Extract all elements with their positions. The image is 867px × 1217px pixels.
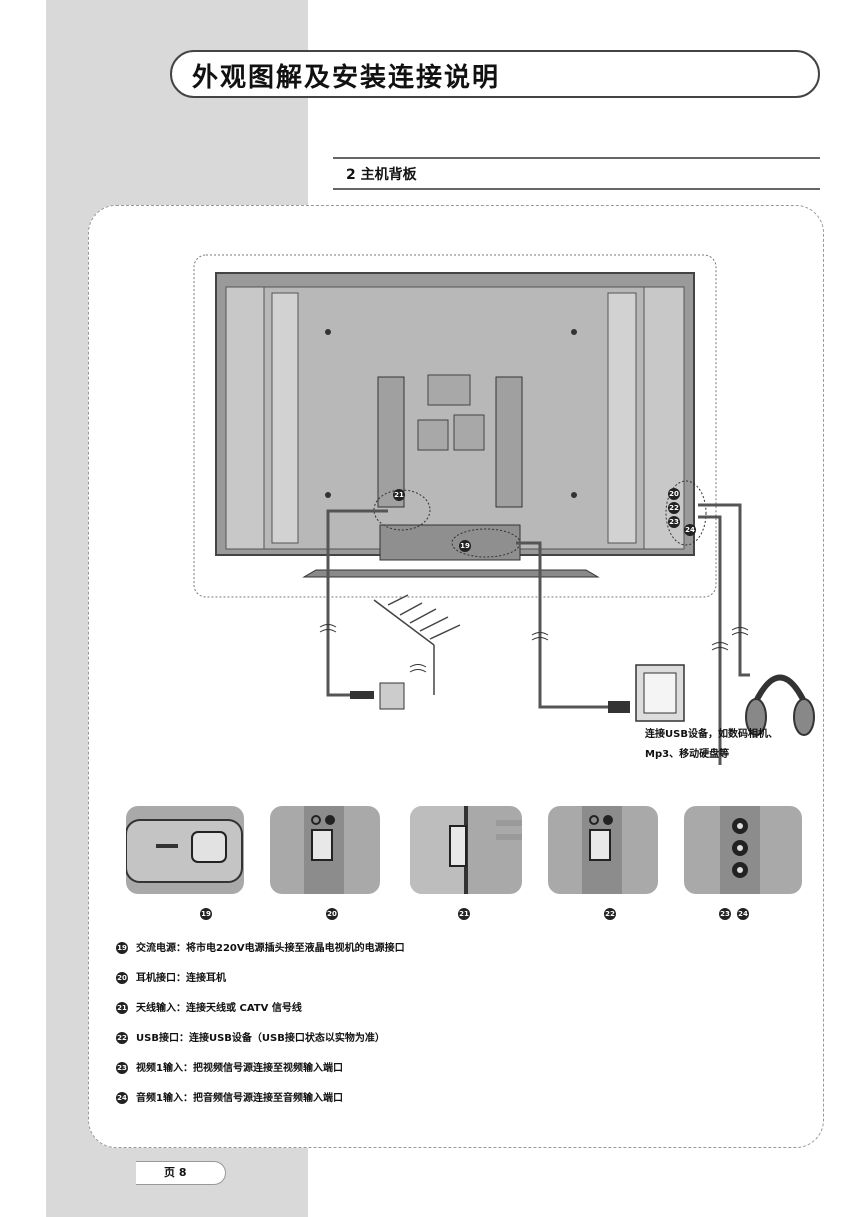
- left-speaker-inner: [271, 292, 299, 544]
- legend-number: 22: [116, 1032, 128, 1044]
- thumb-label-21: 21: [458, 908, 470, 920]
- thumb-label-23: 23: [719, 908, 731, 920]
- usb-caption-line1: 连接USB设备，如数码相机、: [645, 729, 778, 740]
- closeup-antenna-input: [410, 806, 522, 894]
- legend-item: 24 音频1输入：把音频信号源连接至音频输入端口: [116, 1089, 343, 1104]
- wall-bracket-left: [377, 376, 405, 508]
- section-heading: 2 主机背板: [346, 167, 417, 183]
- left-speaker-outer: [225, 286, 265, 550]
- antenna-plug: [350, 691, 374, 699]
- wall-bracket-right: [495, 376, 523, 508]
- center-plate: [427, 374, 471, 406]
- screw-hole: [325, 329, 331, 335]
- stand-base: [302, 569, 600, 578]
- power-plug: [608, 701, 630, 713]
- antenna-cable: [326, 509, 388, 697]
- legend-item: 20 耳机接口：连接耳机: [116, 969, 226, 984]
- callout-24: 24: [684, 524, 696, 536]
- tv-back-diagram: [193, 254, 815, 765]
- stand-neck: [379, 524, 521, 561]
- usb-cable: [698, 515, 722, 765]
- antenna-socket: [379, 682, 405, 710]
- callout-22: 22: [668, 502, 680, 514]
- callout-20: 20: [668, 488, 680, 500]
- legend-text: 音频1输入：把音频信号源连接至音频输入端口: [136, 1093, 343, 1104]
- usb-caption-line2: Mp3、移动硬盘等: [645, 749, 730, 760]
- legend-number: 24: [116, 1092, 128, 1104]
- power-cable: [516, 541, 608, 709]
- legend-number: 19: [116, 942, 128, 954]
- thumb-label-19: 19: [200, 908, 212, 920]
- page-title: 外观图解及安装连接说明: [192, 63, 501, 93]
- legend-number: 21: [116, 1002, 128, 1014]
- callout-19: 19: [459, 540, 471, 552]
- screw-hole: [571, 329, 577, 335]
- legend-item: 23 视频1输入：把视频信号源连接至视频输入端口: [116, 1059, 343, 1074]
- center-plate: [417, 419, 449, 451]
- headphones-illustration: [745, 674, 815, 736]
- callout-23: 23: [668, 516, 680, 528]
- legend-item: 22 USB接口：连接USB设备（USB接口状态以实物为准）: [116, 1029, 385, 1044]
- closeup-headphone-usb: [270, 806, 380, 894]
- legend-text: 天线输入：连接天线或 CATV 信号线: [136, 1003, 302, 1014]
- thumb-label-20: 20: [326, 908, 338, 920]
- section-rule-bottom: [333, 188, 820, 190]
- thumb-label-22: 22: [604, 908, 616, 920]
- legend-item: 21 天线输入：连接天线或 CATV 信号线: [116, 999, 302, 1014]
- headphone-cable: [698, 503, 750, 677]
- legend-text: 交流电源：将市电220V电源插头接至液晶电视机的电源接口: [136, 943, 405, 954]
- right-speaker-inner: [607, 292, 637, 544]
- center-plate: [453, 414, 485, 451]
- legend-text: 视频1输入：把视频信号源连接至视频输入端口: [136, 1063, 343, 1074]
- legend-text: 耳机接口：连接耳机: [136, 973, 226, 984]
- legend-number: 23: [116, 1062, 128, 1074]
- screw-hole: [571, 492, 577, 498]
- legend-number: 20: [116, 972, 128, 984]
- closeup-headphone-usb-2: [548, 806, 658, 894]
- title-frame: [170, 50, 820, 98]
- closeup-power-input: [126, 806, 244, 894]
- legend-item: 19 交流电源：将市电220V电源插头接至液晶电视机的电源接口: [116, 939, 405, 954]
- section-rule-top: [333, 157, 820, 159]
- page-number: 页 8: [136, 1161, 226, 1185]
- antenna-illustration: [373, 594, 461, 695]
- closeup-av-input: [684, 806, 802, 894]
- screw-hole: [325, 492, 331, 498]
- tv-dashed-outline: [193, 254, 717, 598]
- callout-21: 21: [393, 489, 405, 501]
- legend-text: USB接口：连接USB设备（USB接口状态以实物为准）: [136, 1033, 385, 1044]
- thumb-label-24: 24: [737, 908, 749, 920]
